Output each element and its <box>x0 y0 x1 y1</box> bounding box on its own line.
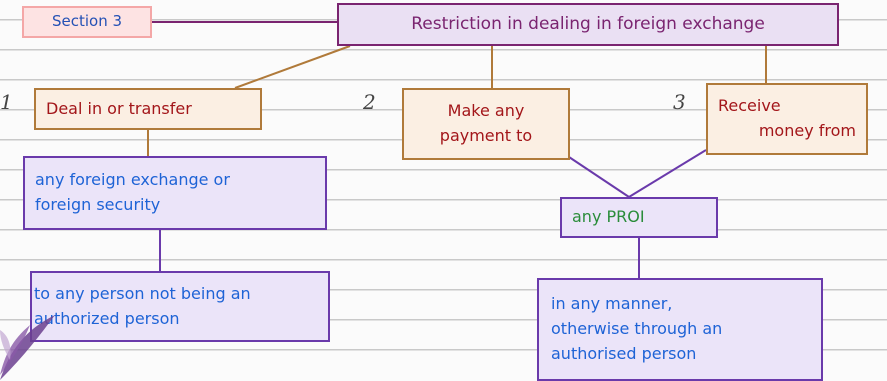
branch-1-line-1: Deal in or transfer <box>46 98 192 118</box>
section-label-text: Section 3 <box>51 12 123 31</box>
leaf-decoration <box>0 315 55 380</box>
manner-box: in any manner, otherwise through an auth… <box>537 278 823 381</box>
connector-title-branch-1 <box>234 45 351 89</box>
title-box: Restriction in dealing in foreign exchan… <box>337 3 839 46</box>
branch-number-3: 3 <box>673 90 686 114</box>
title-text: Restriction in dealing in foreign exchan… <box>411 14 765 35</box>
connector-branch-3-proi <box>628 149 707 198</box>
branch-3-line-2: money from <box>758 121 856 140</box>
not-authorized-line-2: authorized person <box>34 308 180 328</box>
manner-line-1: in any manner, <box>551 294 673 314</box>
branch-2-line-2: payment to <box>439 126 533 145</box>
foreign-exchange-line-1: any foreign exchange or <box>35 170 230 190</box>
not-authorized-line-1: to any person not being an <box>34 283 251 303</box>
foreign-exchange-line-2: foreign security <box>35 195 161 214</box>
branch-box-payment: Make any payment to <box>402 88 570 160</box>
branch-3-line-1: Receive <box>718 96 781 116</box>
foreign-exchange-box: any foreign exchange or foreign security <box>23 156 327 230</box>
manner-line-2: otherwise through an <box>551 319 723 339</box>
proi-box: any PROI <box>560 197 718 238</box>
branch-2-line-1: Make any <box>447 101 525 121</box>
branch-box-receive: Receive money from <box>706 83 868 155</box>
section-label: Section 3 <box>22 6 152 38</box>
manner-line-3: authorised person <box>551 343 697 363</box>
not-authorized-box: to any person not being an authorized pe… <box>30 271 330 342</box>
branch-number-2: 2 <box>363 90 376 114</box>
proi-text: any PROI <box>572 207 645 227</box>
branch-number-1: 1 <box>0 90 13 114</box>
connector-branch-2-proi <box>568 156 630 198</box>
branch-box-deal: Deal in or transfer <box>34 88 262 130</box>
